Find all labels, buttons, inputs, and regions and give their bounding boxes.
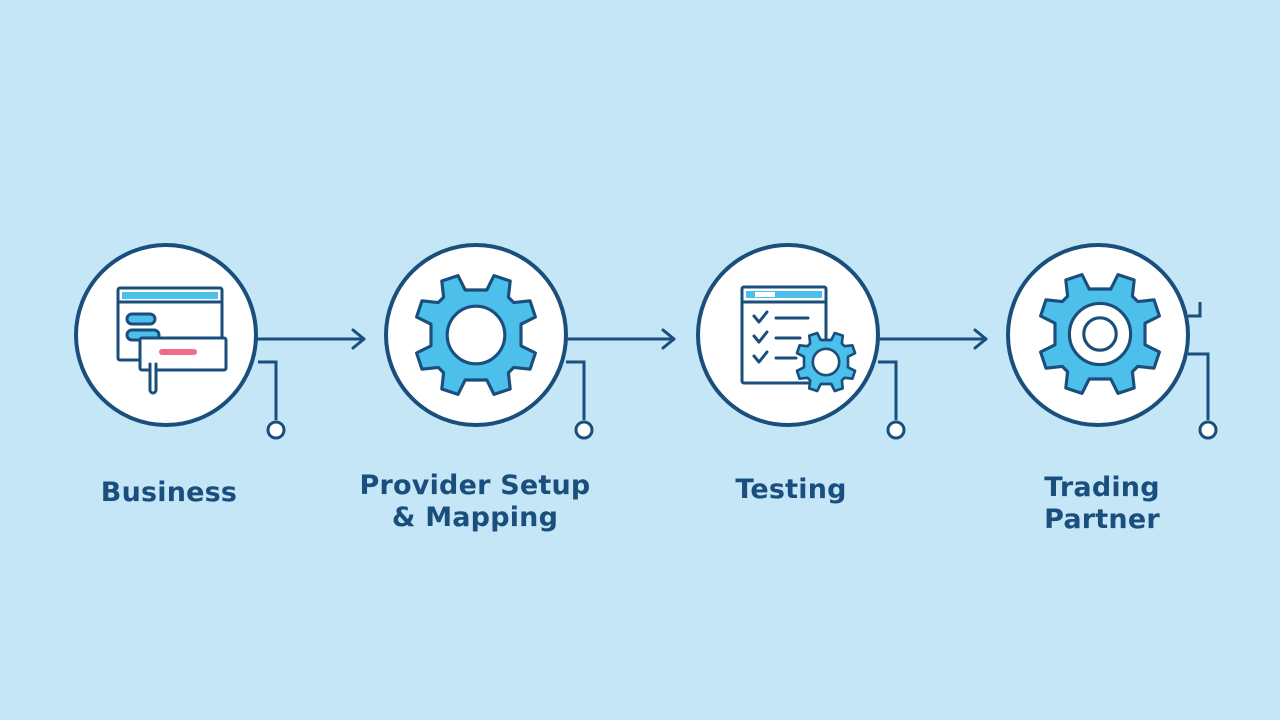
gear-icon xyxy=(415,274,537,396)
node-trading-partner xyxy=(1006,243,1190,427)
connector-arrow-1 xyxy=(256,328,366,350)
step-label-trading-partner: Trading Partner xyxy=(1044,472,1160,535)
step-label-provider-setup: Provider Setup & Mapping xyxy=(359,470,591,533)
pin-stem-2 xyxy=(566,360,594,440)
small-gear-icon xyxy=(795,331,857,393)
node-provider-setup xyxy=(384,243,568,427)
document-form-icon xyxy=(116,286,228,395)
connector-arrow-3 xyxy=(878,328,988,350)
connector-arrow-2 xyxy=(566,328,676,350)
pin-stem-3 xyxy=(878,360,906,440)
node-business xyxy=(74,243,258,427)
step-label-testing: Testing xyxy=(735,474,847,505)
checklist-gear-icon xyxy=(740,285,857,393)
pin-stem-4 xyxy=(1188,302,1218,440)
step-label-business: Business xyxy=(100,477,238,508)
node-testing xyxy=(696,243,880,427)
pin-stem-1 xyxy=(258,360,286,440)
gear-icon xyxy=(1039,273,1161,395)
